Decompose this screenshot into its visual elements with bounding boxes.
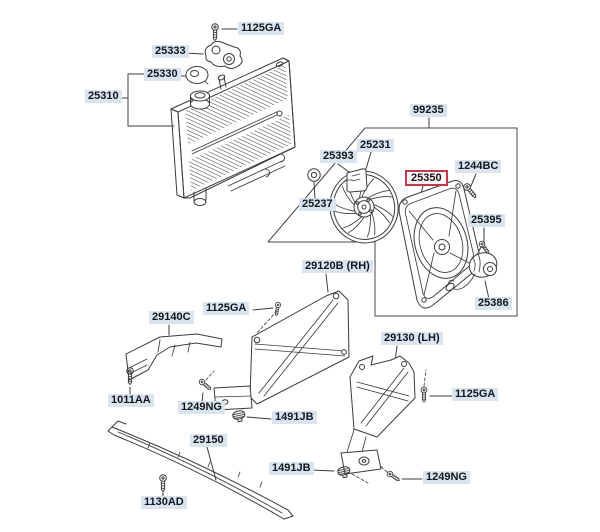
grommet-25237	[307, 168, 321, 182]
fan-shroud-25350	[398, 180, 481, 309]
part-label-29150[interactable]: 29150	[190, 434, 227, 447]
screw-1125ga-mid	[273, 301, 282, 317]
part-label-25350-highlighted[interactable]: 25350	[405, 170, 448, 186]
part-label-29120b-rh[interactable]: 29120B (RH)	[302, 260, 373, 273]
part-label-25386[interactable]: 25386	[475, 297, 512, 310]
part-label-1249ng-left[interactable]: 1249NG	[178, 401, 225, 414]
bolt-1125ga-top	[211, 23, 219, 41]
part-label-1125ga-mid[interactable]: 1125GA	[203, 302, 250, 315]
screw-1249ng-left	[197, 377, 214, 392]
part-label-29140c[interactable]: 29140C	[149, 311, 194, 324]
part-label-1249ng-bottom[interactable]: 1249NG	[423, 471, 470, 484]
part-label-25395[interactable]: 25395	[468, 214, 505, 227]
part-label-1130ad[interactable]: 1130AD	[141, 496, 187, 509]
bracket-29140c	[125, 333, 223, 381]
part-label-1244bc[interactable]: 1244BC	[455, 160, 502, 173]
clip-25393	[346, 168, 368, 193]
part-label-1491jb-bottom[interactable]: 1491JB	[269, 462, 314, 475]
screw-1130ad	[159, 474, 167, 492]
sill-strip-29150	[107, 420, 294, 520]
part-label-25231[interactable]: 25231	[357, 139, 394, 152]
part-label-25310[interactable]: 25310	[85, 90, 122, 103]
part-label-25393[interactable]: 25393	[320, 150, 357, 163]
part-label-1011aa[interactable]: 1011AA	[108, 394, 154, 407]
part-label-1125ga-top[interactable]: 1125GA	[238, 22, 285, 35]
part-label-25237[interactable]: 25237	[299, 198, 336, 211]
screw-1249ng-bottom	[385, 469, 402, 484]
assembly-box-99235	[267, 127, 518, 317]
radiator-25310	[170, 57, 296, 206]
mount-bracket-25333	[204, 40, 243, 69]
part-label-25330[interactable]: 25330	[144, 68, 181, 81]
screw-1125ga-bottom	[420, 386, 428, 403]
part-label-1491jb-left[interactable]: 1491JB	[272, 411, 317, 424]
part-label-99235[interactable]: 99235	[410, 104, 447, 117]
part-label-25333[interactable]: 25333	[152, 45, 189, 58]
clip-1491jb-left	[231, 409, 247, 424]
part-label-1125ga-bottom[interactable]: 1125GA	[452, 388, 499, 401]
side-cover-29130-lh	[340, 355, 416, 475]
radiator-cap-25330	[185, 66, 209, 85]
leader-lines	[117, 28, 490, 498]
part-label-29130-lh[interactable]: 29130 (LH)	[381, 332, 443, 345]
fan-motor-25386	[445, 246, 498, 292]
